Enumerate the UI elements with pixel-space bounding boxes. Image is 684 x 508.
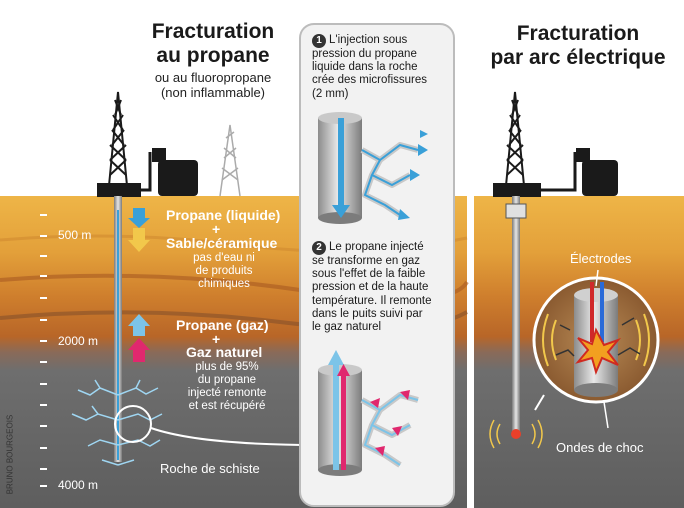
derrick-faded — [219, 124, 241, 197]
step2-illustration — [318, 350, 419, 476]
step1-line5: (2 mm) — [312, 87, 349, 100]
label-plus-1: + — [212, 221, 221, 237]
zoom-circle-left — [114, 405, 152, 443]
label-electrodes: Électrodes — [570, 251, 632, 266]
derrick-left — [97, 91, 141, 197]
step2-line1: Le propane injecté — [329, 241, 424, 253]
recovery-line1: plus de 95% — [195, 361, 259, 373]
left-subtitle-line2: (non inflammable) — [160, 84, 266, 100]
step2-line5: température. Il remonte — [312, 294, 432, 307]
credit: BRUNO BOURGEOIS — [5, 414, 15, 495]
step1-line4: crée des microfissures — [312, 74, 428, 87]
spark-small — [511, 429, 521, 439]
label-gaz-naturel: Gaz naturel — [186, 344, 263, 360]
label-propane-liquide: Propane (liquide) — [166, 207, 281, 223]
no-water-note: pas d'eau ni de produits chimiques — [176, 252, 272, 291]
step1-number: 1 — [312, 34, 326, 48]
label-propane-gaz: Propane (gaz) — [176, 317, 269, 333]
no-water-line1: pas d'eau ni — [193, 252, 255, 264]
left-title: Fracturation au propane — [128, 20, 298, 67]
left-title-line2: au propane — [156, 43, 270, 67]
left-subtitle: ou au fluoropropane (non inflammable) — [128, 70, 298, 100]
shock-small — [489, 419, 543, 449]
step1-illustration — [318, 112, 428, 224]
step2-number: 2 — [312, 241, 326, 255]
depth-ticks — [40, 214, 47, 487]
step1-line3: liquide dans la roche — [312, 61, 418, 74]
depth-500: 500 m — [58, 228, 92, 242]
recovery-line4: et est récupéré — [188, 399, 266, 412]
right-title: Fracturation par arc électrique — [478, 22, 678, 69]
label-ondes: Ondes de choc — [556, 440, 644, 455]
connector-line — [150, 427, 321, 446]
step2-line3: sous l'effet de la faible — [312, 268, 426, 281]
step2-line6: dans le puits suivi par — [312, 307, 423, 320]
right-title-line2: par arc électrique — [490, 45, 666, 69]
recovery-note: plus de 95% du propane injecté remonte e… — [172, 361, 282, 413]
no-water-line2: de produits — [195, 264, 253, 277]
depth-4000: 4000 m — [58, 478, 99, 492]
flow-arrows — [128, 208, 150, 362]
recovery-line3: injecté remonte — [187, 386, 267, 399]
depth-2000: 2000 m — [58, 334, 99, 348]
tank-right — [540, 148, 618, 196]
left-title-line1: Fracturation — [151, 20, 275, 43]
shock-large — [542, 313, 650, 367]
right-title-line1: Fracturation — [516, 22, 640, 45]
tank-left — [130, 148, 198, 196]
label-sable: Sable/céramique — [166, 235, 278, 251]
step1-line2: pression du propane — [312, 48, 417, 60]
label-roche: Roche de schiste — [160, 461, 260, 476]
step2-line7: le gaz naturel — [312, 321, 382, 334]
fractures-left — [71, 379, 163, 466]
label-plus-2: + — [212, 331, 221, 347]
step2-line4: pression et de la haute — [312, 281, 429, 294]
no-water-line3: chimiques — [198, 277, 250, 290]
left-subtitle-line1: ou au fluoropropane — [154, 70, 272, 85]
step1-line1: L'injection sous — [329, 34, 408, 46]
well-pipe-right — [512, 196, 520, 436]
derrick-right — [493, 91, 541, 197]
zoom-cylinder — [574, 282, 622, 397]
step2-line2: se transforme en gaz — [312, 255, 421, 267]
recovery-line2: du propane — [197, 373, 257, 386]
cracks-large — [555, 317, 641, 357]
